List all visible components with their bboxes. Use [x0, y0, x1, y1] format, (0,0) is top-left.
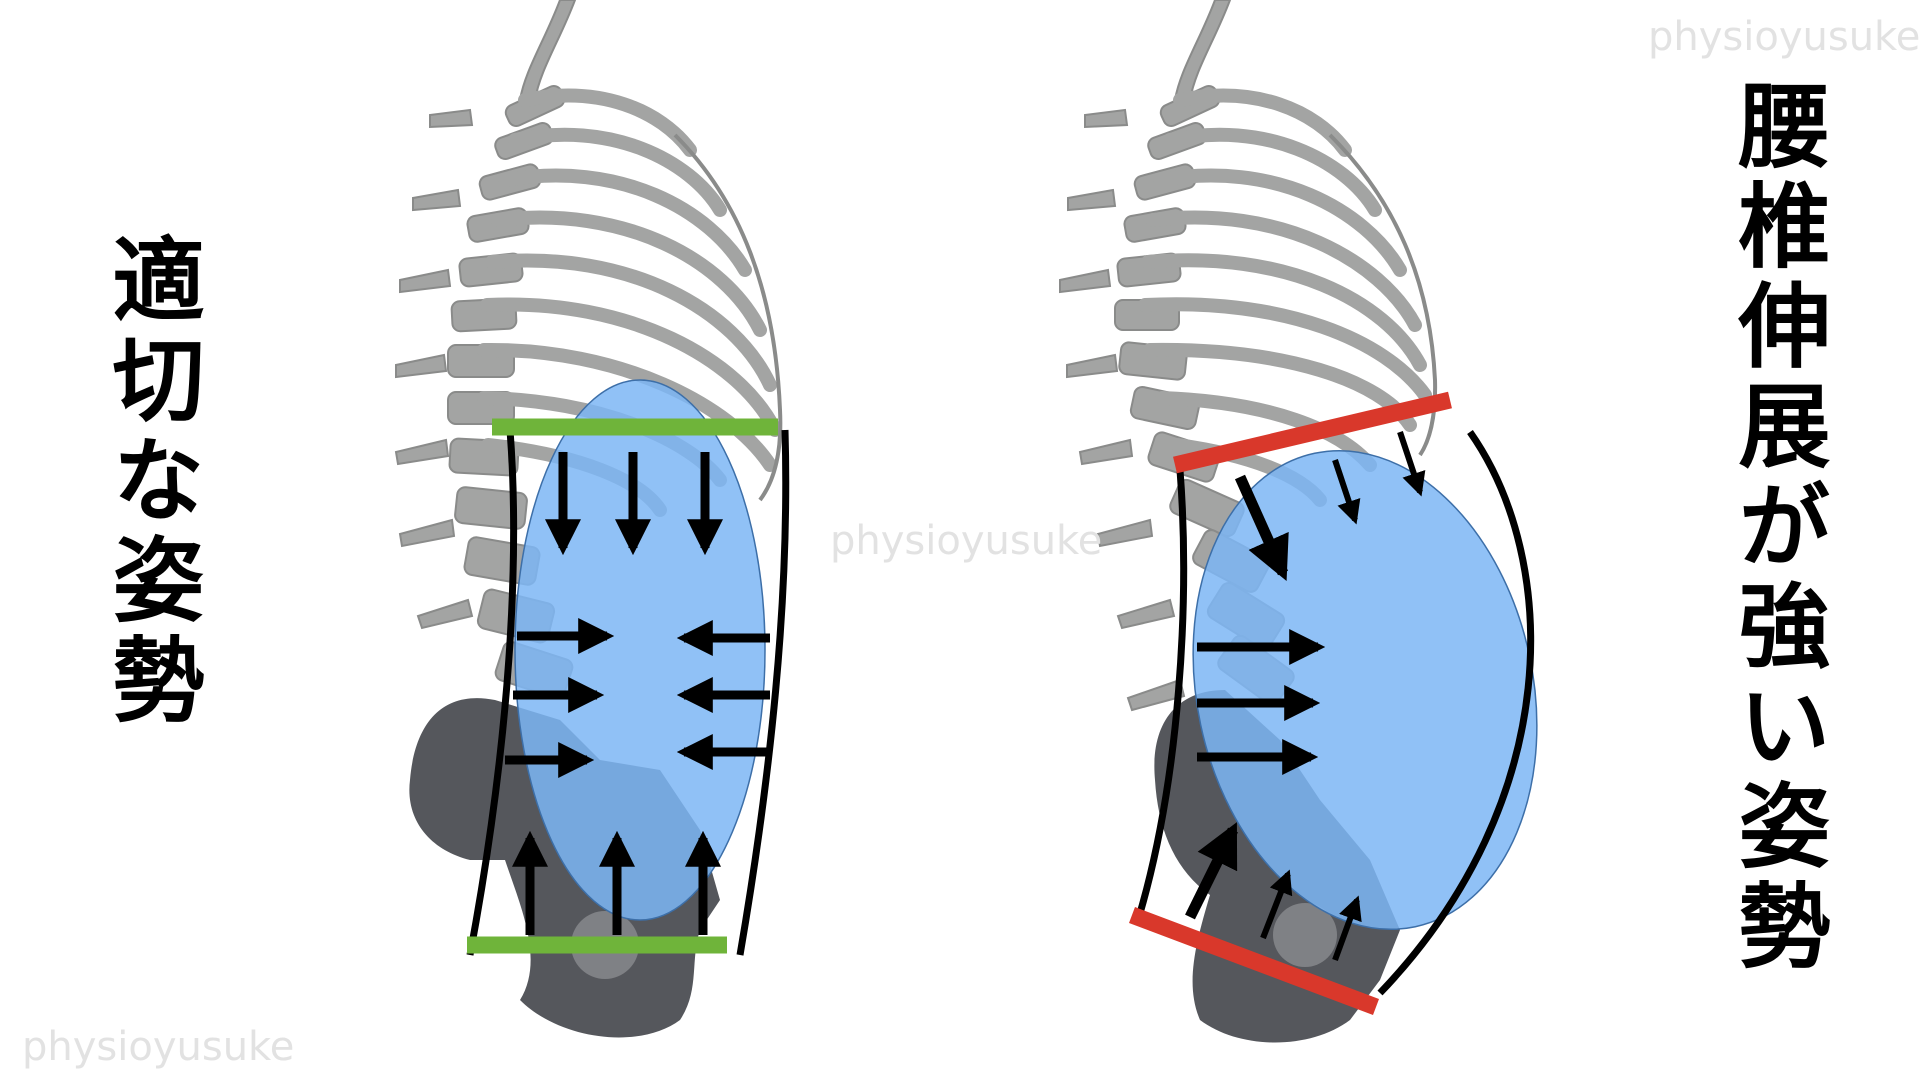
sternum-left	[673, 133, 783, 502]
pressure-arrows-right	[1185, 431, 1426, 962]
back-wall-right	[1134, 469, 1188, 922]
watermark-top: physioyusuke	[1648, 14, 1920, 60]
pressure-arrows-left	[505, 452, 770, 935]
arrow-up-big	[1185, 822, 1238, 920]
sternum-right	[1328, 133, 1438, 457]
rib-cage-left	[477, 88, 782, 517]
arrow-up-small-1	[1260, 869, 1293, 940]
pelvic-floor-line-right	[1129, 907, 1379, 1015]
front-wall-right	[1377, 429, 1535, 996]
figure-proper-posture	[394, 0, 790, 1038]
arrow-down-small-1	[1332, 459, 1361, 525]
arrow-up-small-2	[1332, 895, 1362, 962]
diaphragm-line-right	[1173, 391, 1452, 474]
back-wall-left	[466, 429, 518, 956]
title-proper-posture: 適切な姿勢	[97, 232, 204, 732]
watermark-middle: physioyusuke	[830, 518, 1103, 564]
watermark-bottom: physioyusuke	[22, 1024, 295, 1070]
abdominal-cavity-left	[514, 379, 766, 921]
figure-lumbar-extension-posture	[1059, 0, 1538, 1043]
title-lumbar-extension-posture: 腰椎伸展が強い姿勢	[1723, 78, 1830, 978]
arrow-down-small-2	[1397, 431, 1426, 497]
front-wall-left	[736, 429, 790, 956]
arrow-down-big	[1234, 474, 1289, 582]
